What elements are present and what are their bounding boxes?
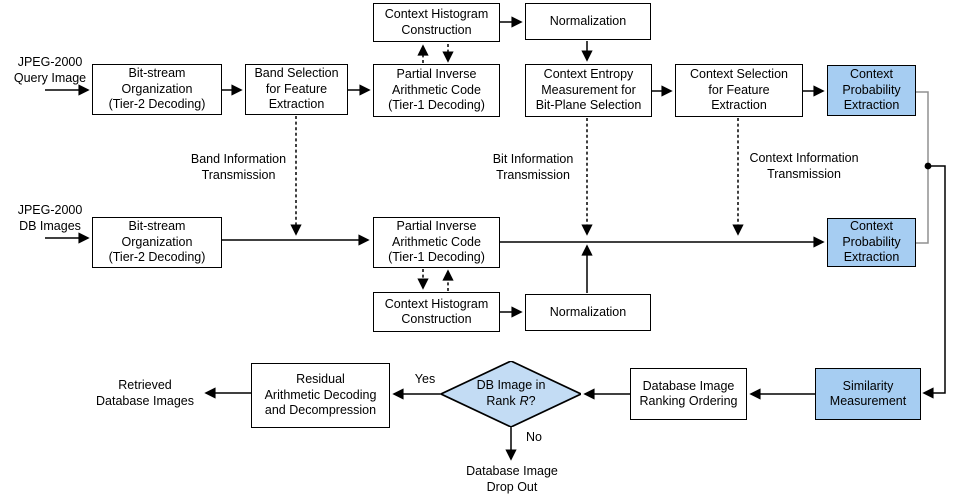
label-drop-out: Database Image Drop Out (466, 464, 558, 494)
label-no: No (526, 430, 542, 444)
node-context-entropy: Context Entropy Measurement for Bit-Plan… (525, 64, 652, 117)
decision-rank-prefix: Rank (486, 394, 516, 408)
node-residual-decoding: Residual Arithmetic Decoding and Decompr… (251, 363, 390, 428)
connector-to-similarity (922, 165, 946, 399)
node-band-selection: Band Selection for Feature Extraction (245, 64, 348, 115)
label-db-images: JPEG-2000 DB Images (17, 203, 83, 233)
node-partial-inverse-db: Partial Inverse Arithmetic Code (Tier-1 … (373, 217, 500, 268)
node-context-probability-db: Context Probability Extraction (827, 218, 916, 267)
node-context-histogram-db: Context Histogram Construction (373, 292, 500, 332)
node-normalization-db: Normalization (525, 294, 651, 331)
label-bit-info: Bit Information Transmission (492, 152, 574, 182)
decision-rank-suffix: ? (528, 394, 536, 408)
junction-dot (924, 162, 932, 170)
label-yes: Yes (414, 372, 436, 386)
label-retrieved: Retrieved Database Images (96, 378, 194, 408)
decision-rank-var: R (519, 394, 529, 408)
node-similarity-measurement: Similarity Measurement (815, 368, 921, 420)
node-context-selection: Context Selection for Feature Extraction (675, 64, 803, 117)
connector-prob1-prob2 (916, 91, 929, 244)
node-context-histogram-query: Context Histogram Construction (373, 3, 500, 42)
node-normalization-query: Normalization (525, 3, 651, 40)
node-context-probability-query: Context Probability Extraction (827, 65, 916, 116)
node-database-ranking: Database Image Ranking Ordering (630, 368, 747, 420)
decision-line1: DB Image in (476, 378, 546, 393)
node-partial-inverse-query: Partial Inverse Arithmetic Code (Tier-1 … (373, 64, 500, 117)
node-bitstream-organization-query: Bit-stream Organization (Tier-2 Decoding… (92, 64, 222, 115)
label-query-image: JPEG-2000 Query Image (13, 55, 87, 85)
node-bitstream-organization-db: Bit-stream Organization (Tier-2 Decoding… (92, 217, 222, 268)
label-band-info: Band Information Transmission (190, 152, 287, 182)
label-context-info: Context Information Transmission (749, 151, 859, 181)
